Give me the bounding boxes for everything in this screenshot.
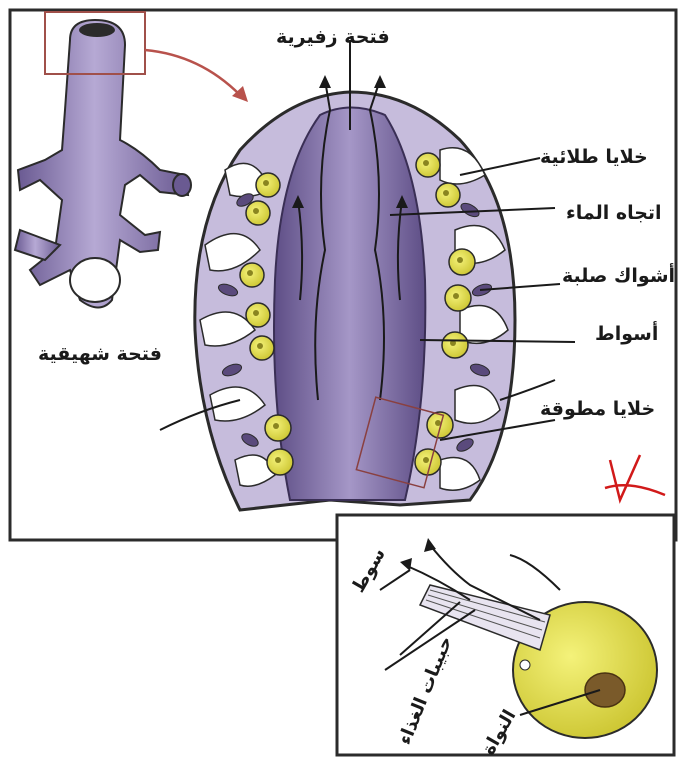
label-epithelial-cells: خلايا طلائية bbox=[540, 148, 648, 167]
sponge-cross-section bbox=[160, 40, 555, 510]
label-water-direction: اتجاه الماء bbox=[566, 204, 662, 223]
label-ostium: فتحة شهيقية bbox=[38, 345, 162, 364]
label-spicules: أشواك صلبة bbox=[562, 267, 675, 286]
small-sponge-illustration bbox=[15, 12, 191, 308]
label-flagella: أسواط bbox=[595, 325, 658, 344]
label-collar-cells: خلايا مطوقة bbox=[540, 400, 655, 419]
label-osculum: فتحة زفيرية bbox=[276, 28, 390, 47]
zoom-arrow bbox=[145, 50, 240, 95]
red-annotation-mark bbox=[605, 455, 665, 500]
